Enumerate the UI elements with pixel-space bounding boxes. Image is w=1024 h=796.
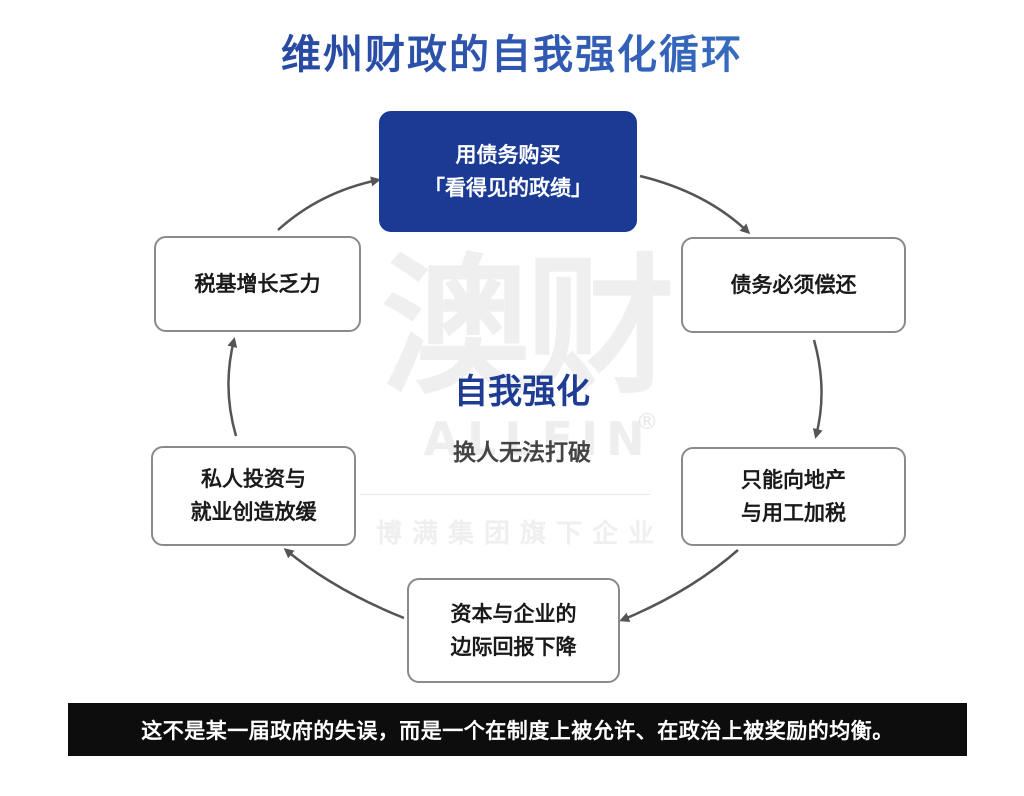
- watermark-logo-text: 澳财: [380, 241, 675, 415]
- footer-caption: 这不是某一届政府的失误，而是一个在制度上被允许、在政治上被奖励的均衡。: [68, 703, 967, 756]
- node-debt-purchase: 用债务购买 「看得见的政绩」: [379, 111, 637, 232]
- node-line: 税基增长乏力: [194, 271, 321, 296]
- watermark-registered-mark: ®: [636, 410, 658, 435]
- node-tax-increase: 只能向地产 与用工加税: [681, 447, 906, 546]
- center-title: 自我强化: [454, 372, 590, 412]
- node-returns-decline: 资本与企业的 边际回报下降: [407, 578, 620, 683]
- node-line: 资本与企业的: [450, 601, 577, 626]
- node-investment-slowdown: 私人投资与 就业创造放缓: [151, 446, 356, 546]
- node-tax-base-weak: 税基增长乏力: [154, 236, 361, 332]
- node-line: 用债务购买: [455, 142, 561, 167]
- node-debt-repayment: 债务必须偿还: [681, 237, 906, 333]
- arrow-upper-right-to-lower-right: [812, 339, 823, 439]
- node-line: 私人投资与: [201, 467, 306, 491]
- arrow-top-to-upper-right: [639, 174, 751, 235]
- arrow-upper-left-to-top: [277, 176, 381, 231]
- node-line: 「看得见的政绩」: [424, 175, 592, 200]
- node-line: 只能向地产: [741, 467, 846, 492]
- node-line: 与用工加税: [741, 500, 846, 525]
- watermark-divider: [360, 494, 650, 495]
- watermark-subtitle: 博满集团旗下企业: [375, 519, 664, 549]
- node-line: 债务必须偿还: [730, 272, 857, 297]
- arrow-lower-right-to-bottom: [619, 549, 739, 622]
- arrow-bottom-to-lower-left: [283, 548, 405, 620]
- watermark-brand: ALLFIN: [423, 412, 653, 466]
- arrow-lower-left-to-upper-left: [227, 337, 238, 437]
- node-line: 就业创造放缓: [190, 500, 317, 524]
- center-subtitle: 换人无法打破: [453, 440, 591, 466]
- page-title: 维州财政的自我强化循环: [0, 22, 1024, 80]
- node-line: 边际回报下降: [450, 634, 577, 659]
